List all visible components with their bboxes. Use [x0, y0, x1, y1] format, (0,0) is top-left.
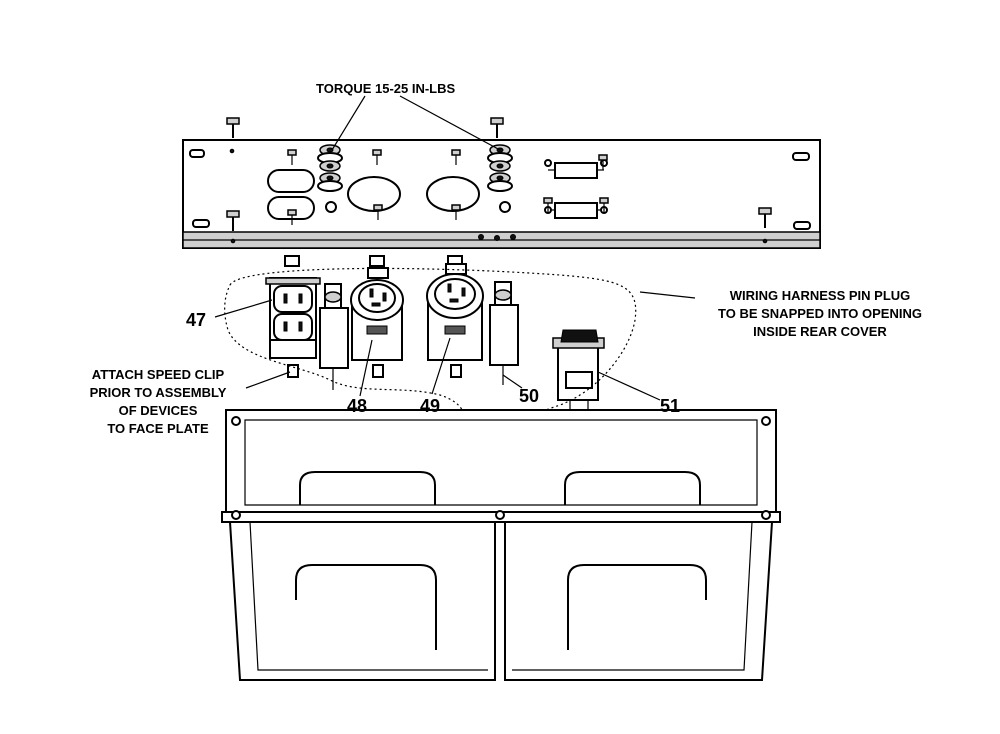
svg-text:OF DEVICES: OF DEVICES: [119, 403, 198, 418]
callout-49: 49: [420, 396, 440, 416]
connector-cutout-top: [554, 162, 598, 179]
svg-text:ATTACH SPEED CLIP: ATTACH SPEED CLIP: [92, 367, 225, 382]
duplex-receptacle: [265, 277, 349, 390]
screws: [226, 117, 772, 231]
callout-50: 50: [519, 386, 539, 406]
rocker-switch: [552, 329, 605, 410]
svg-text:PRIOR TO ASSEMBLY: PRIOR TO ASSEMBLY: [90, 385, 227, 400]
svg-text:WIRING HARNESS PIN PLUG: WIRING HARNESS PIN PLUG: [730, 288, 911, 303]
rear-cover: [221, 409, 781, 681]
twist-lock-receptacle-49: [426, 263, 519, 385]
face-plate: [182, 139, 821, 249]
callout-51: 51: [660, 396, 680, 416]
svg-text:TO FACE PLATE: TO FACE PLATE: [107, 421, 209, 436]
harness-note: WIRING HARNESS PIN PLUG TO BE SNAPPED IN…: [718, 288, 922, 339]
callout-48: 48: [347, 396, 367, 416]
round-opening-49: [426, 176, 480, 212]
callout-47: 47: [186, 310, 206, 330]
svg-text:TO BE SNAPPED INTO OPENING: TO BE SNAPPED INTO OPENING: [718, 306, 922, 321]
torque-note: TORQUE 15-25 IN-LBS: [316, 81, 456, 96]
round-opening-48: [347, 176, 401, 212]
twist-lock-receptacle-48: [350, 267, 404, 361]
duplex-opening-bottom: [267, 196, 315, 220]
leader-lines: [214, 95, 696, 401]
duplex-opening-top: [267, 169, 315, 193]
speed-clips: [284, 255, 463, 378]
speed-clip-note: ATTACH SPEED CLIP PRIOR TO ASSEMBLY OF D…: [90, 367, 227, 436]
svg-text:INSIDE REAR COVER: INSIDE REAR COVER: [753, 324, 887, 339]
connector-cutout-bottom: [554, 202, 598, 219]
